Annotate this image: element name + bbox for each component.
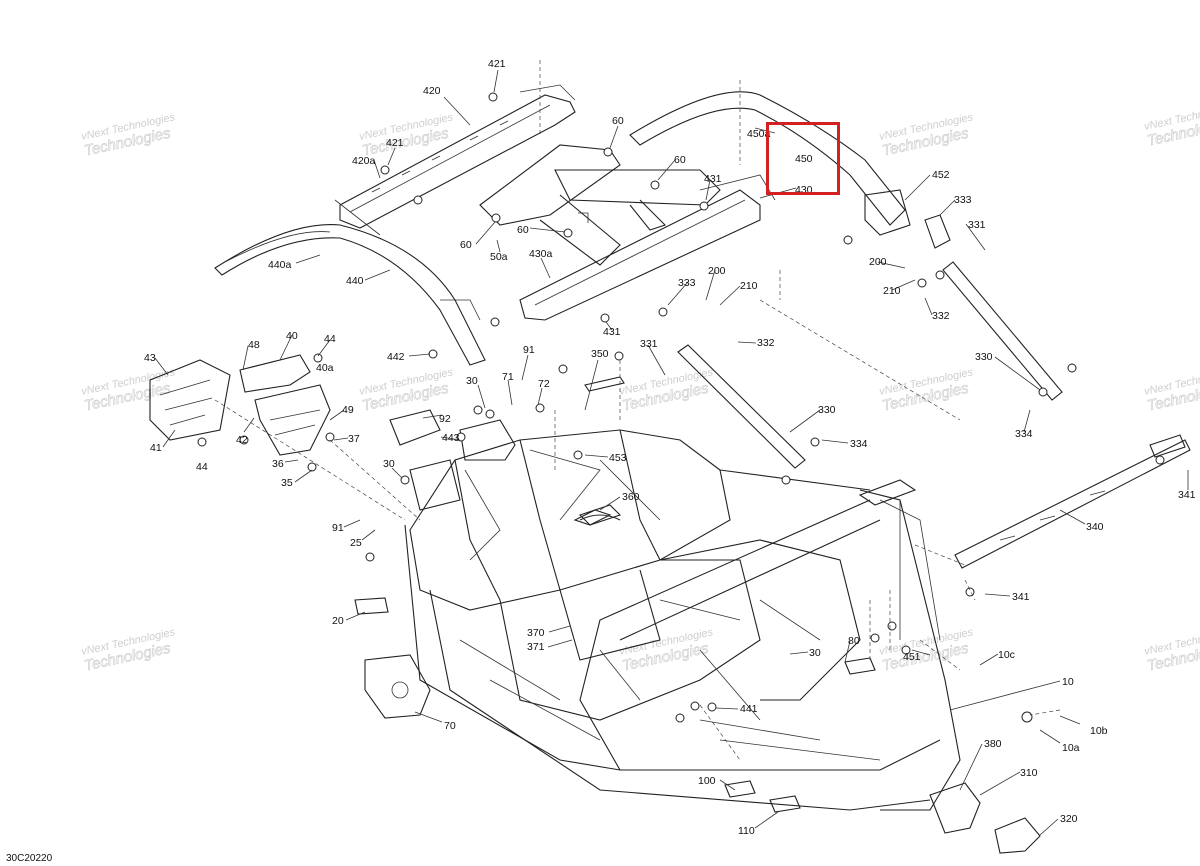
callout-320: 320: [1060, 813, 1078, 825]
callout-331: 331: [968, 219, 986, 231]
callout-333: 333: [954, 194, 972, 206]
callout-49: 49: [342, 404, 354, 416]
callout-30: 30: [809, 647, 821, 659]
callout-334: 334: [850, 438, 868, 450]
callout-41: 41: [150, 442, 162, 454]
callout-25: 25: [350, 537, 362, 549]
callout-210: 210: [740, 280, 758, 292]
callout-10a: 10a: [1062, 742, 1080, 754]
callout-48: 48: [248, 339, 260, 351]
callout-450a: 450a: [747, 128, 771, 140]
callout-440: 440: [346, 275, 364, 287]
callout-442: 442: [387, 351, 405, 363]
callout-360: 360: [622, 491, 640, 503]
callout-labels: 421 420 421 420a 60 60 60 60 450a 450 43…: [144, 58, 1196, 837]
callout-50a: 50a: [490, 251, 508, 263]
callout-420a: 420a: [352, 155, 376, 167]
front-cage-tube-440: [214, 223, 486, 366]
drawing-code: 30C20220: [6, 853, 53, 864]
roof-front-tube-430: [519, 174, 776, 321]
callout-332: 332: [932, 310, 950, 322]
roof-side-tube-450: [629, 91, 911, 236]
callout-334: 334: [1015, 428, 1033, 440]
callout-330: 330: [975, 351, 993, 363]
callout-380: 380: [984, 738, 1002, 750]
callout-443: 443: [442, 432, 460, 444]
side-tube-340: [954, 434, 1191, 569]
callout-43: 43: [144, 352, 156, 364]
callout-330: 330: [818, 404, 836, 416]
callout-441: 441: [740, 703, 758, 715]
callout-310: 310: [1020, 767, 1038, 779]
leader-lines: [154, 69, 1189, 836]
callout-60: 60: [612, 115, 624, 127]
callout-452: 452: [932, 169, 950, 181]
callout-440a: 440a: [268, 259, 292, 271]
callout-350: 350: [591, 348, 609, 360]
callout-331: 331: [640, 338, 658, 350]
callout-40a: 40a: [316, 362, 334, 374]
callout-332: 332: [757, 337, 775, 349]
callout-200: 200: [869, 256, 887, 268]
callout-110: 110: [738, 825, 755, 837]
bracket-452: [924, 214, 951, 249]
callout-100: 100: [698, 775, 716, 787]
callout-421: 421: [386, 137, 404, 149]
callout-10c: 10c: [998, 649, 1015, 661]
callout-431: 431: [603, 326, 621, 338]
callout-35: 35: [281, 477, 293, 489]
callout-430a: 430a: [529, 248, 553, 260]
callout-71: 71: [502, 371, 514, 383]
callout-20: 20: [332, 615, 344, 627]
callout-30: 30: [383, 458, 395, 470]
callout-60: 60: [674, 154, 686, 166]
callout-340: 340: [1086, 521, 1104, 533]
left-bracket-parts: [149, 354, 516, 511]
callout-341: 341: [1178, 489, 1196, 501]
rear-diagonal-tube-330: [677, 261, 1063, 469]
callout-333: 333: [678, 277, 696, 289]
fasteners: [197, 92, 1165, 723]
rear-bracket-parts: [354, 376, 1041, 854]
watermarks: vNext Technologies Technologies vNext Te…: [80, 101, 1200, 675]
callout-210: 210: [883, 285, 901, 297]
callout-30: 30: [466, 375, 478, 387]
callout-91: 91: [523, 344, 535, 356]
callout-450-highlight-box: [766, 122, 840, 195]
callout-370: 370: [527, 627, 545, 639]
callout-431: 431: [704, 173, 722, 185]
callout-451: 451: [903, 651, 921, 663]
callout-36: 36: [272, 458, 284, 470]
callout-40: 40: [286, 330, 298, 342]
callout-44: 44: [324, 333, 336, 345]
callout-60: 60: [460, 239, 472, 251]
assembly-lines: [214, 60, 1061, 761]
callout-91: 91: [332, 522, 344, 534]
callout-420: 420: [423, 85, 441, 97]
callout-72: 72: [538, 378, 550, 390]
callout-44: 44: [196, 461, 208, 473]
callout-42: 42: [236, 434, 248, 446]
callout-371: 371: [527, 641, 545, 653]
main-frame-10: [404, 429, 961, 811]
callout-10b: 10b: [1090, 725, 1108, 737]
callout-341: 341: [1012, 591, 1030, 603]
callout-92: 92: [439, 413, 451, 425]
callout-10: 10: [1062, 676, 1074, 688]
callout-450: 450: [795, 153, 813, 165]
callout-200: 200: [708, 265, 726, 277]
roof-rear-tube-420: [334, 84, 576, 236]
callout-70: 70: [444, 720, 456, 732]
callout-80: 80: [848, 635, 860, 647]
callout-421: 421: [488, 58, 506, 70]
callout-453: 453: [609, 452, 627, 464]
callout-60: 60: [517, 224, 529, 236]
callout-37: 37: [348, 433, 360, 445]
